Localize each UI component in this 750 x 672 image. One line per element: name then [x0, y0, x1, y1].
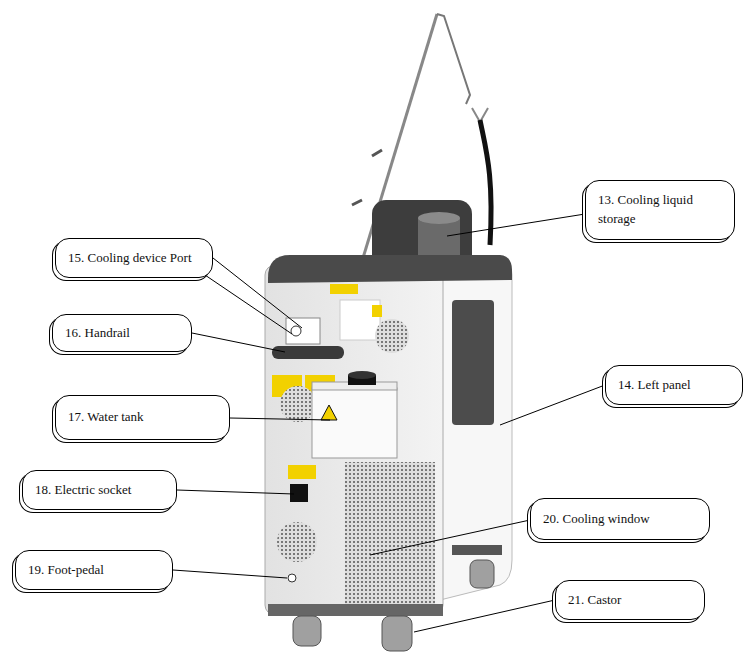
leader-line — [414, 600, 555, 632]
leader-line — [192, 333, 285, 352]
callout-label: 15. Cooling device Port — [68, 249, 192, 268]
leader-line — [230, 418, 330, 420]
callout-label: 20. Cooling window — [543, 510, 650, 529]
pedal-port — [288, 574, 296, 582]
leader-line — [500, 385, 605, 425]
socket — [290, 484, 308, 502]
top-cap — [268, 255, 512, 283]
leader-line — [177, 490, 294, 494]
side-panel — [440, 258, 512, 600]
leader-line — [370, 520, 530, 555]
cooling-mesh — [345, 462, 435, 607]
leader-line — [447, 214, 585, 236]
leader-line — [213, 258, 302, 328]
port-plate — [286, 318, 320, 344]
castor — [470, 560, 494, 588]
callout-box: 15. Cooling device Port — [55, 238, 213, 278]
water-tank — [312, 388, 397, 458]
callout-box: 19. Foot-pedal — [15, 550, 173, 590]
handpiece-cable — [480, 120, 491, 245]
vent — [277, 522, 317, 562]
leader-line — [173, 570, 287, 578]
front-housing — [265, 265, 443, 615]
vent — [280, 386, 316, 422]
arm-knob — [352, 150, 382, 205]
callout-label: 16. Handrail — [65, 324, 130, 343]
vent — [375, 319, 409, 353]
callout-box: 13. Cooling liquid storage — [585, 180, 735, 240]
callout-label: 21. Castor — [568, 591, 621, 610]
leader-line — [205, 275, 292, 334]
callout-label: 19. Foot-pedal — [28, 561, 104, 580]
callout-label: 13. Cooling liquid storage — [598, 191, 722, 229]
cable-hook — [472, 108, 488, 122]
warning-label — [330, 284, 358, 294]
callout-box: 17. Water tank — [55, 395, 230, 440]
tank-cap-top — [348, 371, 376, 379]
callout-label: 14. Left panel — [618, 376, 691, 395]
callout-box: 18. Electric socket — [22, 470, 177, 510]
port-socket — [291, 326, 301, 336]
warning-label — [288, 465, 316, 479]
callout-label: 17. Water tank — [68, 408, 144, 427]
handrail — [272, 346, 344, 359]
leader-lines — [173, 214, 605, 632]
callout-box: 21. Castor — [555, 580, 705, 620]
castor — [382, 616, 412, 651]
side-strip — [452, 545, 502, 555]
callout-label: 18. Electric socket — [35, 481, 131, 500]
callout-box: 14. Left panel — [605, 365, 743, 405]
cylinder-top — [418, 212, 460, 224]
arm — [437, 14, 470, 104]
side-window — [452, 300, 494, 425]
warning-label — [372, 305, 382, 317]
callout-box: 16. Handrail — [52, 314, 192, 352]
callout-box: 20. Cooling window — [530, 498, 710, 540]
warning-triangle — [321, 405, 337, 420]
base — [268, 604, 443, 616]
castor — [293, 616, 321, 646]
